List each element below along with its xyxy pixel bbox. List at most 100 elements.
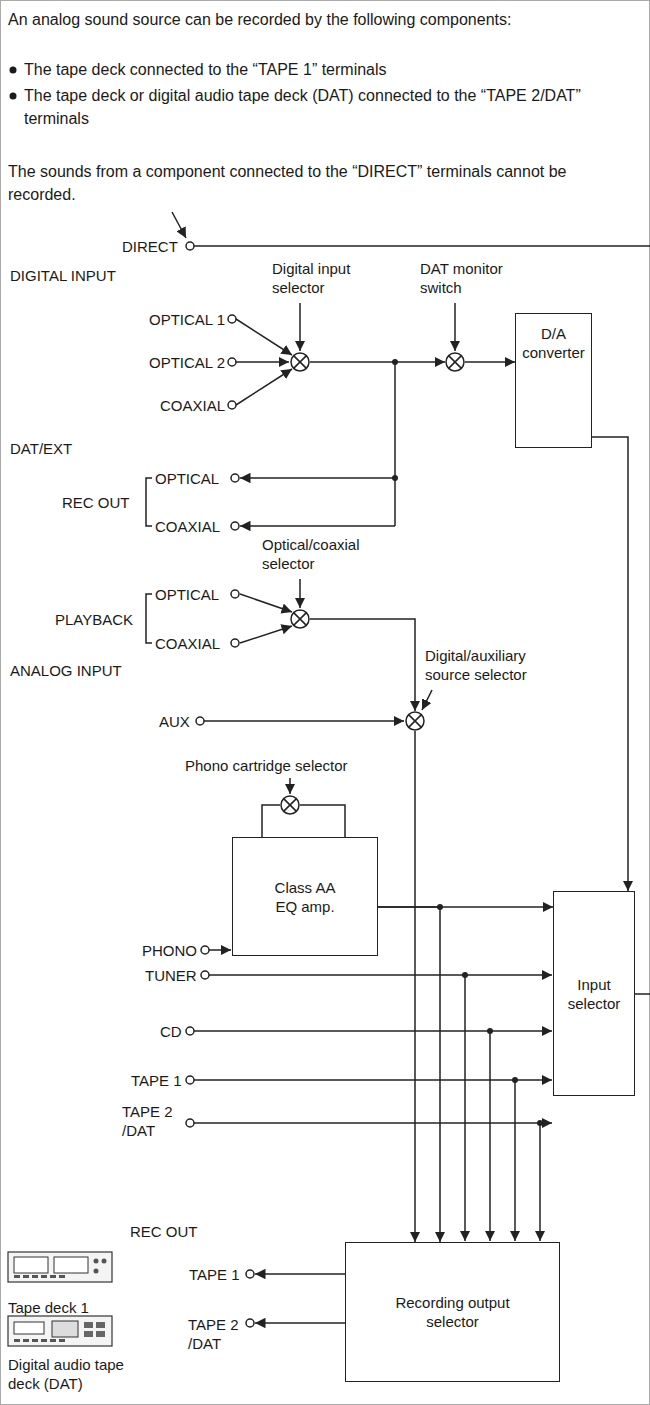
signal-wire <box>300 805 345 837</box>
terminal-label: TAPE 1 <box>189 1265 240 1284</box>
terminal-label: COAXIAL <box>155 634 220 653</box>
terminal-jack <box>231 474 239 482</box>
selector-symbol <box>445 352 465 372</box>
selector-circle <box>406 712 424 730</box>
terminal-label: Tape deck 1 <box>8 1298 89 1317</box>
selector-label: Phono cartridge selector <box>185 756 405 775</box>
selector-cross <box>284 799 297 812</box>
signal-wire <box>236 319 292 355</box>
signal-wire <box>146 478 152 526</box>
terminal-label: CD <box>160 1022 182 1041</box>
block-label: Input selector <box>557 975 631 1013</box>
note-text: The tape deck connected to the “TAPE 1” … <box>24 58 634 81</box>
terminal-label: OPTICAL <box>155 469 219 488</box>
terminal-label: OPTICAL <box>155 585 219 604</box>
transport-key <box>14 1275 20 1278</box>
signal-wire <box>240 477 395 479</box>
terminal-label: COAXIAL <box>160 396 225 415</box>
selector-cross <box>294 356 307 369</box>
signal-wire <box>464 975 466 1241</box>
terminal-label: OPTICAL 1 <box>149 310 225 329</box>
signal-wire <box>146 594 152 643</box>
transport-key <box>41 1275 47 1278</box>
selector-symbol <box>290 609 310 629</box>
signal-wire <box>240 594 292 612</box>
transport-key <box>59 1339 65 1342</box>
selector-switch: Optical/coaxial selector <box>290 609 310 629</box>
transport-key <box>41 1339 47 1342</box>
transport-key <box>50 1275 56 1278</box>
terminal-jack <box>228 401 236 409</box>
terminal-label: ANALOG INPUT <box>10 661 122 680</box>
selector-symbol <box>405 711 425 731</box>
deck-slot <box>14 1322 44 1334</box>
dat-deck-icon <box>8 1316 112 1346</box>
transport-key <box>59 1275 65 1278</box>
note-text: The sounds from a component connected to… <box>8 160 638 206</box>
terminal-label: TAPE 2 /DAT <box>122 1102 180 1140</box>
terminal-label: REC OUT <box>130 1222 198 1241</box>
selector-label: Digital input selector <box>272 259 382 297</box>
selector-symbol <box>280 795 300 815</box>
terminal-label: PLAYBACK <box>55 610 133 629</box>
transport-key <box>14 1339 20 1342</box>
signal-wire <box>240 525 395 527</box>
signal-connector <box>465 361 515 363</box>
terminal-label: DIRECT <box>122 237 178 256</box>
signal-wire <box>209 974 552 976</box>
terminal-jack <box>231 590 239 598</box>
terminal-jack <box>228 358 236 366</box>
block-label: D/A converter <box>519 324 589 362</box>
signal-wire <box>394 362 396 526</box>
transport-key <box>23 1275 29 1278</box>
signal-wire <box>255 1273 345 1275</box>
deck-button <box>96 1322 105 1328</box>
signal-wire <box>489 1031 491 1241</box>
terminal-jack <box>186 1119 194 1127</box>
selector-cross <box>409 715 422 728</box>
circuit-block: Recording output selector <box>345 1242 560 1382</box>
terminal-label: COAXIAL <box>155 517 220 536</box>
bullet <box>10 67 17 74</box>
signal-connector <box>310 361 445 363</box>
block-label: Class AA EQ amp. <box>265 878 345 916</box>
terminal-label: DAT/EXT <box>10 439 72 458</box>
selector-label: DAT monitor switch <box>420 259 520 297</box>
terminal-label: DIGITAL INPUT <box>10 266 116 285</box>
signal-wire <box>539 1123 541 1241</box>
terminal-jack <box>231 639 239 647</box>
deck-knob <box>102 1259 107 1264</box>
selector-label: Digital/auxiliary source selector <box>425 646 565 684</box>
selector-circle <box>446 353 464 371</box>
selector-switch: Digital input selector <box>290 352 310 372</box>
terminal-jack <box>186 1076 194 1084</box>
signal-wire <box>194 245 650 247</box>
selector-label: Optical/coaxial selector <box>262 535 392 573</box>
deck-display <box>52 1321 78 1337</box>
terminal-label: AUX <box>159 712 190 731</box>
signal-wire <box>289 778 291 794</box>
terminal-jack <box>196 717 204 725</box>
selector-switch: Phono cartridge selector <box>280 795 300 815</box>
deck-button <box>84 1322 93 1328</box>
selector-circle <box>291 610 309 628</box>
selector-symbol <box>290 352 310 372</box>
signal-wire <box>255 1322 345 1324</box>
selector-cross <box>449 356 462 369</box>
signal-wire <box>204 720 404 722</box>
selector-circle <box>291 353 309 371</box>
bullet <box>10 93 17 100</box>
signal-wire <box>635 993 650 995</box>
terminal-label: TUNER <box>145 966 197 985</box>
signal-connector <box>310 619 415 711</box>
transport-key <box>32 1339 38 1342</box>
terminal-label: TAPE 1 <box>131 1071 182 1090</box>
signal-connector <box>592 437 628 891</box>
note-text: The tape deck or digital audio tape deck… <box>24 84 634 130</box>
deck-body <box>8 1252 112 1282</box>
selector-switch: Digital/auxiliary source selector <box>405 711 425 731</box>
